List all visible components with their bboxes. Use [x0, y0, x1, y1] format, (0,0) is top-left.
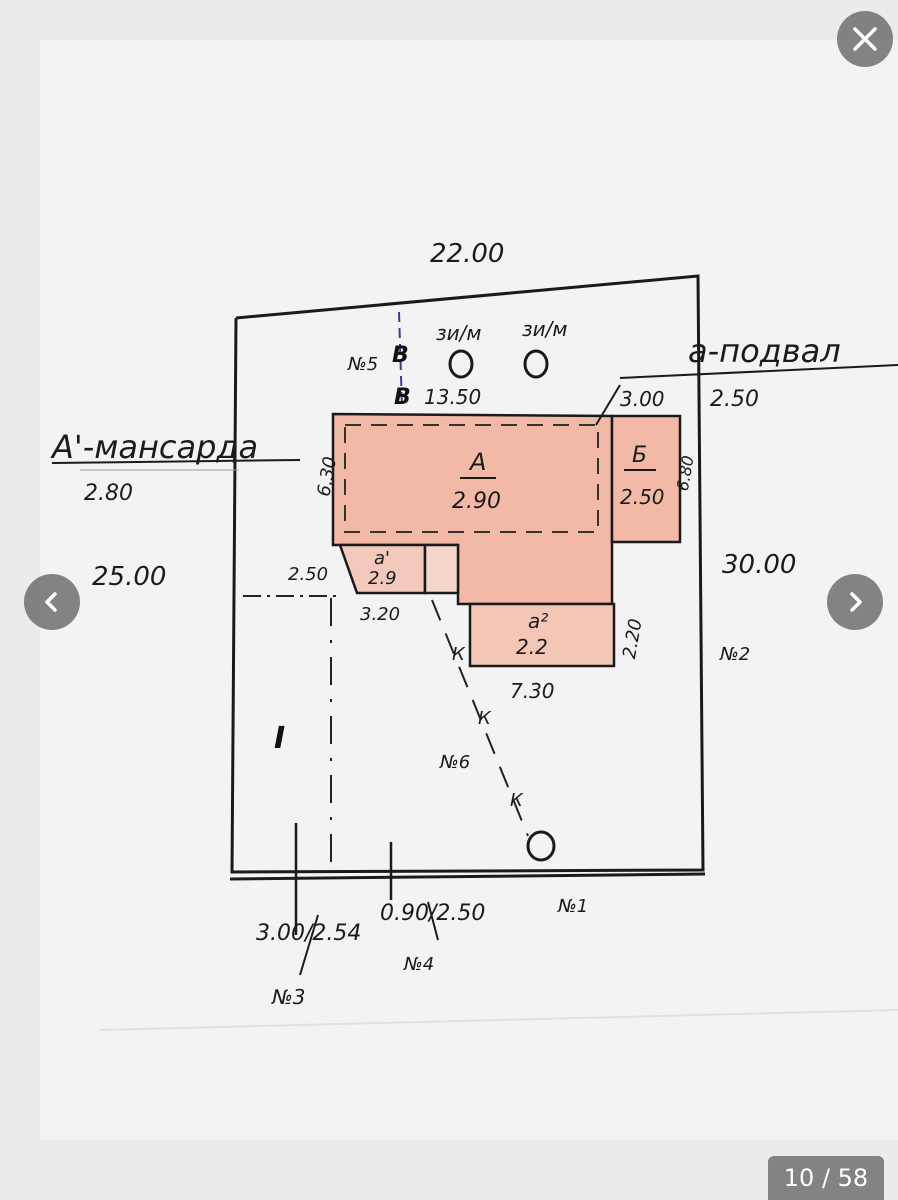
label-attic: А'-мансарда — [50, 428, 258, 466]
label-basement-value: 2.50 — [710, 387, 759, 412]
a1-value: 2.9 — [368, 568, 397, 589]
previous-image-button[interactable] — [24, 574, 80, 630]
image-counter: 10 / 58 — [768, 1156, 884, 1200]
marker-n4: №4 — [403, 954, 434, 975]
next-image-button[interactable] — [827, 574, 883, 630]
k-mark-2: К — [478, 708, 492, 729]
attic-dashed-outline — [344, 424, 599, 533]
k-mark-1: К — [452, 644, 466, 665]
a1-side: 2.50 — [288, 564, 328, 585]
lot-boundary — [230, 274, 705, 874]
leader-right — [595, 384, 621, 426]
marker-n2: №2 — [719, 644, 750, 665]
zm-2: зи/м — [522, 317, 567, 341]
b-letter: Б — [632, 443, 647, 468]
close-icon — [853, 27, 877, 51]
water-mark-2: В — [394, 385, 411, 410]
k-mark-3: К — [510, 790, 524, 811]
tick-slash-1 — [299, 914, 319, 976]
marker-n1: №1 — [557, 896, 588, 917]
main-letter: А — [468, 448, 486, 476]
well-1 — [448, 349, 474, 379]
chevron-right-icon — [850, 592, 862, 612]
marker-n6: №6 — [439, 752, 470, 773]
annex-b — [610, 414, 682, 544]
marker-n3: №3 — [271, 985, 306, 1009]
paper-crease — [99, 1009, 898, 1031]
cesspool — [526, 830, 556, 862]
well-2 — [523, 349, 549, 379]
leader-right-h — [619, 364, 898, 379]
main-width: 13.50 — [424, 385, 481, 409]
dim-right: 30.00 — [722, 550, 796, 580]
leader-left — [51, 459, 301, 464]
dim-top: 22.00 — [430, 239, 504, 269]
main-value: 2.90 — [452, 489, 501, 514]
a1-letter: а' — [374, 548, 390, 569]
a2-width: 7.30 — [510, 679, 555, 703]
b-width: 3.00 — [620, 387, 665, 411]
chevron-left-icon — [45, 592, 57, 612]
roman-mark: I — [274, 721, 285, 756]
a2-value: 2.2 — [516, 635, 548, 659]
bottom-left-dims: 3.00/2.54 — [256, 921, 361, 946]
water-line — [398, 311, 403, 409]
tick-slash-2 — [427, 901, 439, 941]
water-mark-1: В — [392, 343, 409, 368]
dim-left: 25.00 — [92, 562, 166, 592]
sewer-line — [431, 599, 529, 837]
label-basement: а-подвал — [688, 332, 841, 370]
annex-a2 — [468, 602, 616, 668]
marker-n5: №5 — [347, 354, 378, 375]
bottom-mid-dims: 0.90/2.50 — [380, 901, 485, 926]
a2-letter: а² — [528, 609, 548, 633]
front-line — [229, 872, 706, 881]
porch-small — [423, 543, 460, 595]
close-button[interactable] — [837, 11, 893, 67]
b-value: 2.50 — [620, 485, 665, 509]
a1-width: 3.20 — [360, 604, 400, 625]
label-attic-value: 2.80 — [84, 481, 133, 506]
zm-1: зи/м — [436, 321, 481, 345]
